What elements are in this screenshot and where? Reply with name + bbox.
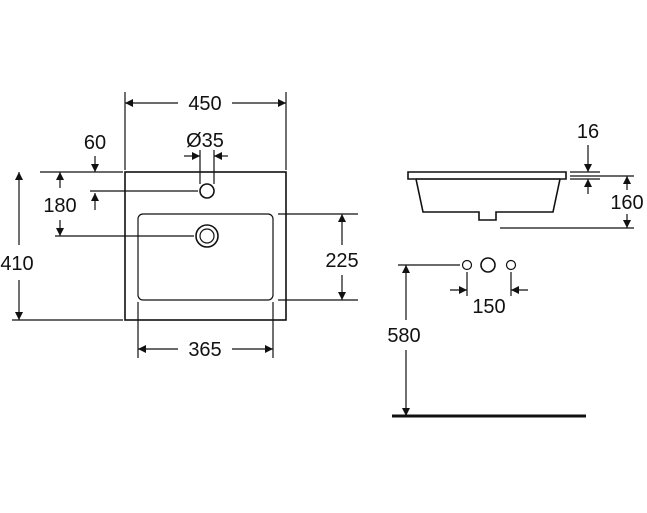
dim-overall-depth: 410 — [0, 253, 33, 275]
drain-inner-icon — [199, 228, 215, 244]
bowl-profile — [415, 178, 561, 221]
dim-hole-diameter: Ø35 — [186, 130, 224, 152]
tap-outlet-left-icon — [461, 259, 473, 271]
dim-offset-60: 60 — [84, 132, 106, 154]
tap-outlet-center-icon — [480, 257, 496, 273]
dim-mount-height: 580 — [387, 325, 420, 347]
dim-bowl-width: 365 — [188, 339, 221, 361]
bowl-outline — [137, 213, 274, 301]
dim-bowl-height: 160 — [610, 192, 643, 214]
dim-overall-width: 450 — [188, 93, 221, 115]
drain-icon — [195, 224, 219, 248]
dim-offset-180: 180 — [43, 195, 76, 217]
rim-outline — [407, 171, 567, 180]
dim-tap-spacing: 150 — [472, 296, 505, 318]
dim-rim-thickness: 16 — [577, 121, 599, 143]
top-view: 450 Ø35 60 180 410 225 365 — [0, 92, 359, 361]
side-view: 16 160 150 580 — [387, 121, 644, 418]
basin-outline — [124, 171, 287, 321]
dim-bowl-depth: 225 — [325, 250, 358, 272]
tap-outlet-right-icon — [505, 259, 517, 271]
tap-hole-icon — [199, 183, 215, 199]
